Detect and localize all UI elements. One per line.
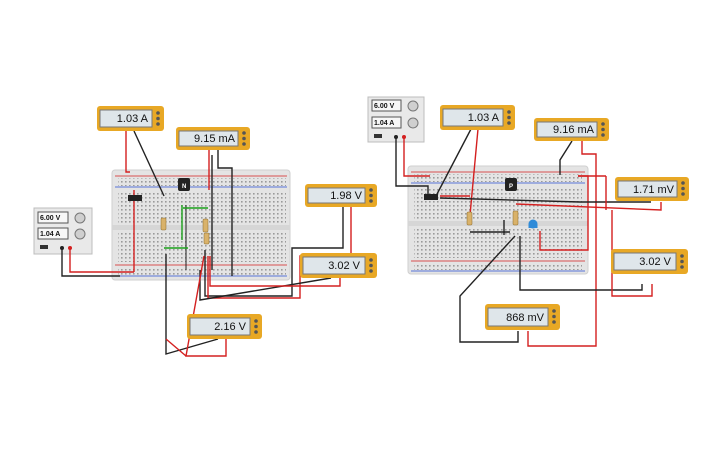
transistor-a-label: N bbox=[182, 184, 186, 190]
meter-a-collector-voltage[interactable]: 1.98 V bbox=[305, 184, 377, 207]
meter-b-led-voltage[interactable]: 868 mV bbox=[485, 304, 560, 330]
circuit-b: 6.00 V 1.04 A bbox=[367, 96, 689, 347]
wires-a[interactable] bbox=[61, 130, 352, 357]
meter-b-supply-current-value: 1.03 A bbox=[468, 112, 500, 124]
psu-b-current: 1.04 A bbox=[374, 120, 394, 127]
meter-b-small-voltage-value: 1.71 mV bbox=[633, 184, 675, 196]
breadboard-a[interactable] bbox=[111, 169, 291, 281]
meter-b-small-voltage[interactable]: 1.71 mV bbox=[615, 177, 689, 201]
current-knob-icon[interactable] bbox=[74, 228, 86, 240]
meter-a-supply-current-value: 1.03 A bbox=[117, 113, 149, 125]
psu-a-voltage: 6.00 V bbox=[40, 215, 61, 222]
meter-a-collector-current-value: 9.15 mA bbox=[194, 133, 236, 145]
switch-b[interactable] bbox=[424, 194, 438, 200]
meter-b-collector-current[interactable]: 9.16 mA bbox=[534, 118, 609, 141]
power-supply-b[interactable]: 6.00 V 1.04 A bbox=[367, 96, 425, 143]
transistor-b[interactable]: P bbox=[505, 178, 517, 191]
meter-a-supply-current[interactable]: 1.03 A bbox=[97, 106, 164, 131]
led-b[interactable] bbox=[528, 219, 538, 229]
meter-b-led-voltage-value: 868 mV bbox=[506, 312, 545, 324]
transistor-b-label: P bbox=[509, 184, 513, 190]
meter-b-collector-current-value: 9.16 mA bbox=[553, 124, 595, 136]
switch-a[interactable] bbox=[128, 195, 142, 201]
power-switch-icon[interactable] bbox=[40, 245, 48, 249]
power-switch-icon[interactable] bbox=[374, 134, 382, 138]
resistor-b2[interactable] bbox=[512, 210, 519, 226]
power-supply-a[interactable]: 6.00 V 1.04 A bbox=[33, 207, 93, 255]
psu-b-voltage: 6.00 V bbox=[374, 103, 395, 110]
meter-a-base-voltage[interactable]: 2.16 V bbox=[187, 314, 262, 339]
meter-b-supply-voltage[interactable]: 3.02 V bbox=[611, 249, 688, 274]
psu-a-current: 1.04 A bbox=[40, 231, 60, 238]
resistor-a3[interactable] bbox=[203, 232, 210, 245]
current-knob-icon[interactable] bbox=[407, 117, 419, 129]
meter-a-supply-voltage[interactable]: 3.02 V bbox=[300, 253, 377, 278]
voltage-knob-icon[interactable] bbox=[74, 212, 86, 224]
meter-a-supply-voltage-value: 3.02 V bbox=[328, 260, 360, 272]
meter-b-supply-current[interactable]: 1.03 A bbox=[440, 105, 515, 130]
breadboard-b[interactable] bbox=[407, 165, 589, 275]
resistor-a2[interactable] bbox=[202, 218, 209, 233]
meter-a-collector-current[interactable]: 9.15 mA bbox=[176, 127, 250, 150]
meter-b-supply-voltage-value: 3.02 V bbox=[639, 256, 671, 268]
meter-a-base-voltage-value: 2.16 V bbox=[214, 321, 246, 333]
resistor-b1[interactable] bbox=[466, 211, 473, 226]
transistor-a[interactable]: N bbox=[178, 178, 190, 191]
meter-a-collector-voltage-value: 1.98 V bbox=[330, 190, 362, 202]
circuit-a: 6.00 V 1.04 A bbox=[33, 106, 377, 357]
voltage-knob-icon[interactable] bbox=[407, 100, 419, 112]
resistor-a1[interactable] bbox=[160, 217, 167, 231]
wires-b[interactable] bbox=[395, 128, 662, 347]
